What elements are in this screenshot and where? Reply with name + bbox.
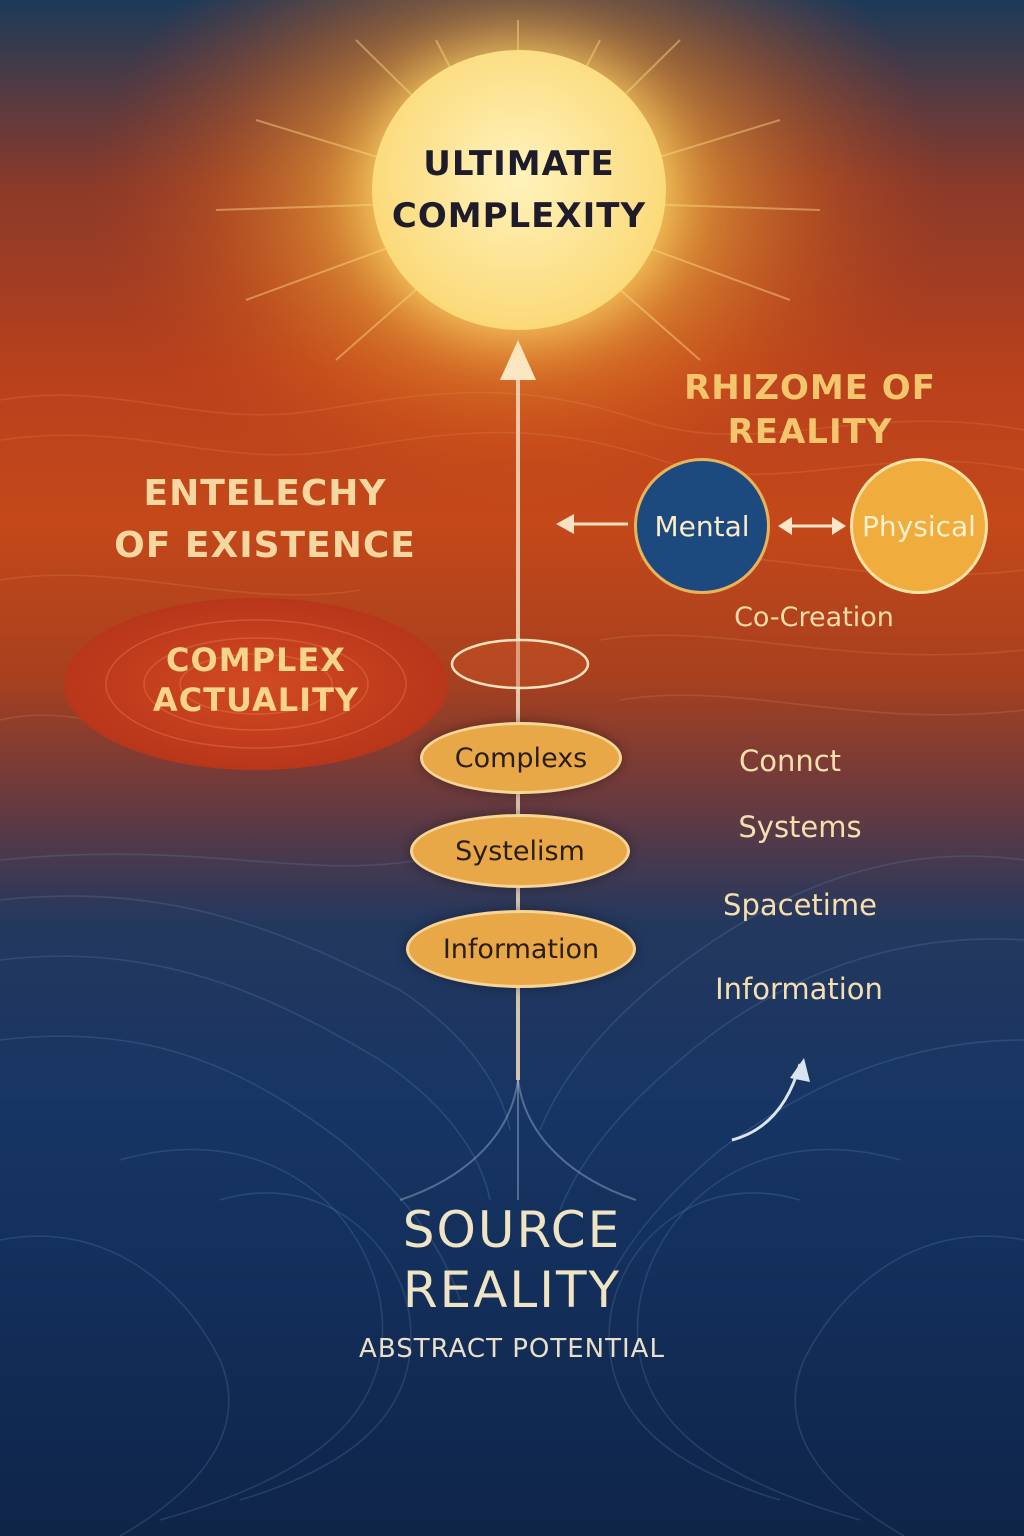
physical-node: Physical [850, 458, 988, 594]
ultimate-line1: ULTIMATE [423, 144, 615, 184]
rhizome-title-line2: REALITY [727, 412, 893, 452]
right-list-item-systems: Systems [738, 810, 862, 844]
right-list-item-connect: Connсt [738, 744, 842, 778]
co-creation-caption: Co-Creation [734, 602, 894, 633]
rhizome-title-line1: RHIZOME OF [684, 368, 936, 408]
stack-item-systelism: Systelism [410, 814, 630, 888]
entelechy-line2: OF EXISTENCE [114, 525, 416, 566]
stack-label-information: Information [442, 933, 600, 965]
up-arrow-head [500, 340, 536, 380]
stack-label-complexs: Complexs [454, 742, 588, 774]
right-list-item-spacetime: Spacetime [723, 888, 877, 922]
empty-stack-ring [450, 638, 590, 690]
source-reality-title: SOURCE REALITY [312, 1200, 712, 1320]
right-list-item-information: Information [715, 972, 883, 1006]
ultimate-line2: COMPLEXITY [391, 196, 647, 236]
complex-actuality-line1: COMPLEX [166, 641, 346, 679]
source-line1: SOURCE [402, 1201, 622, 1259]
entelechy-line1: ENTELECHY [143, 473, 387, 514]
complex-actuality-shape [64, 598, 448, 770]
mental-node: Mental [634, 458, 770, 594]
mental-label: Mental [654, 509, 750, 543]
source-line2: REALITY [402, 1261, 622, 1319]
entelechy-title: ENTELECHY OF EXISTENCE [100, 468, 430, 572]
stack-item-information: Information [406, 910, 636, 988]
complex-actuality-line2: ACTUALITY [152, 681, 360, 719]
physical-label: Physical [862, 509, 976, 543]
ultimate-complexity-node: ULTIMATE COMPLEXITY [372, 50, 666, 330]
stack-item-complexs: Complexs [420, 722, 622, 794]
complex-actuality-label: COMPLEX ACTUALITY [100, 640, 412, 720]
rhizome-arrow-head [556, 514, 574, 534]
source-subtitle: ABSTRACT POTENTIAL [359, 1334, 665, 1364]
stack-label-systelism: Systelism [455, 835, 585, 867]
rhizome-title: RHIZOME OF REALITY [660, 366, 960, 454]
curved-arrow [731, 1063, 802, 1142]
